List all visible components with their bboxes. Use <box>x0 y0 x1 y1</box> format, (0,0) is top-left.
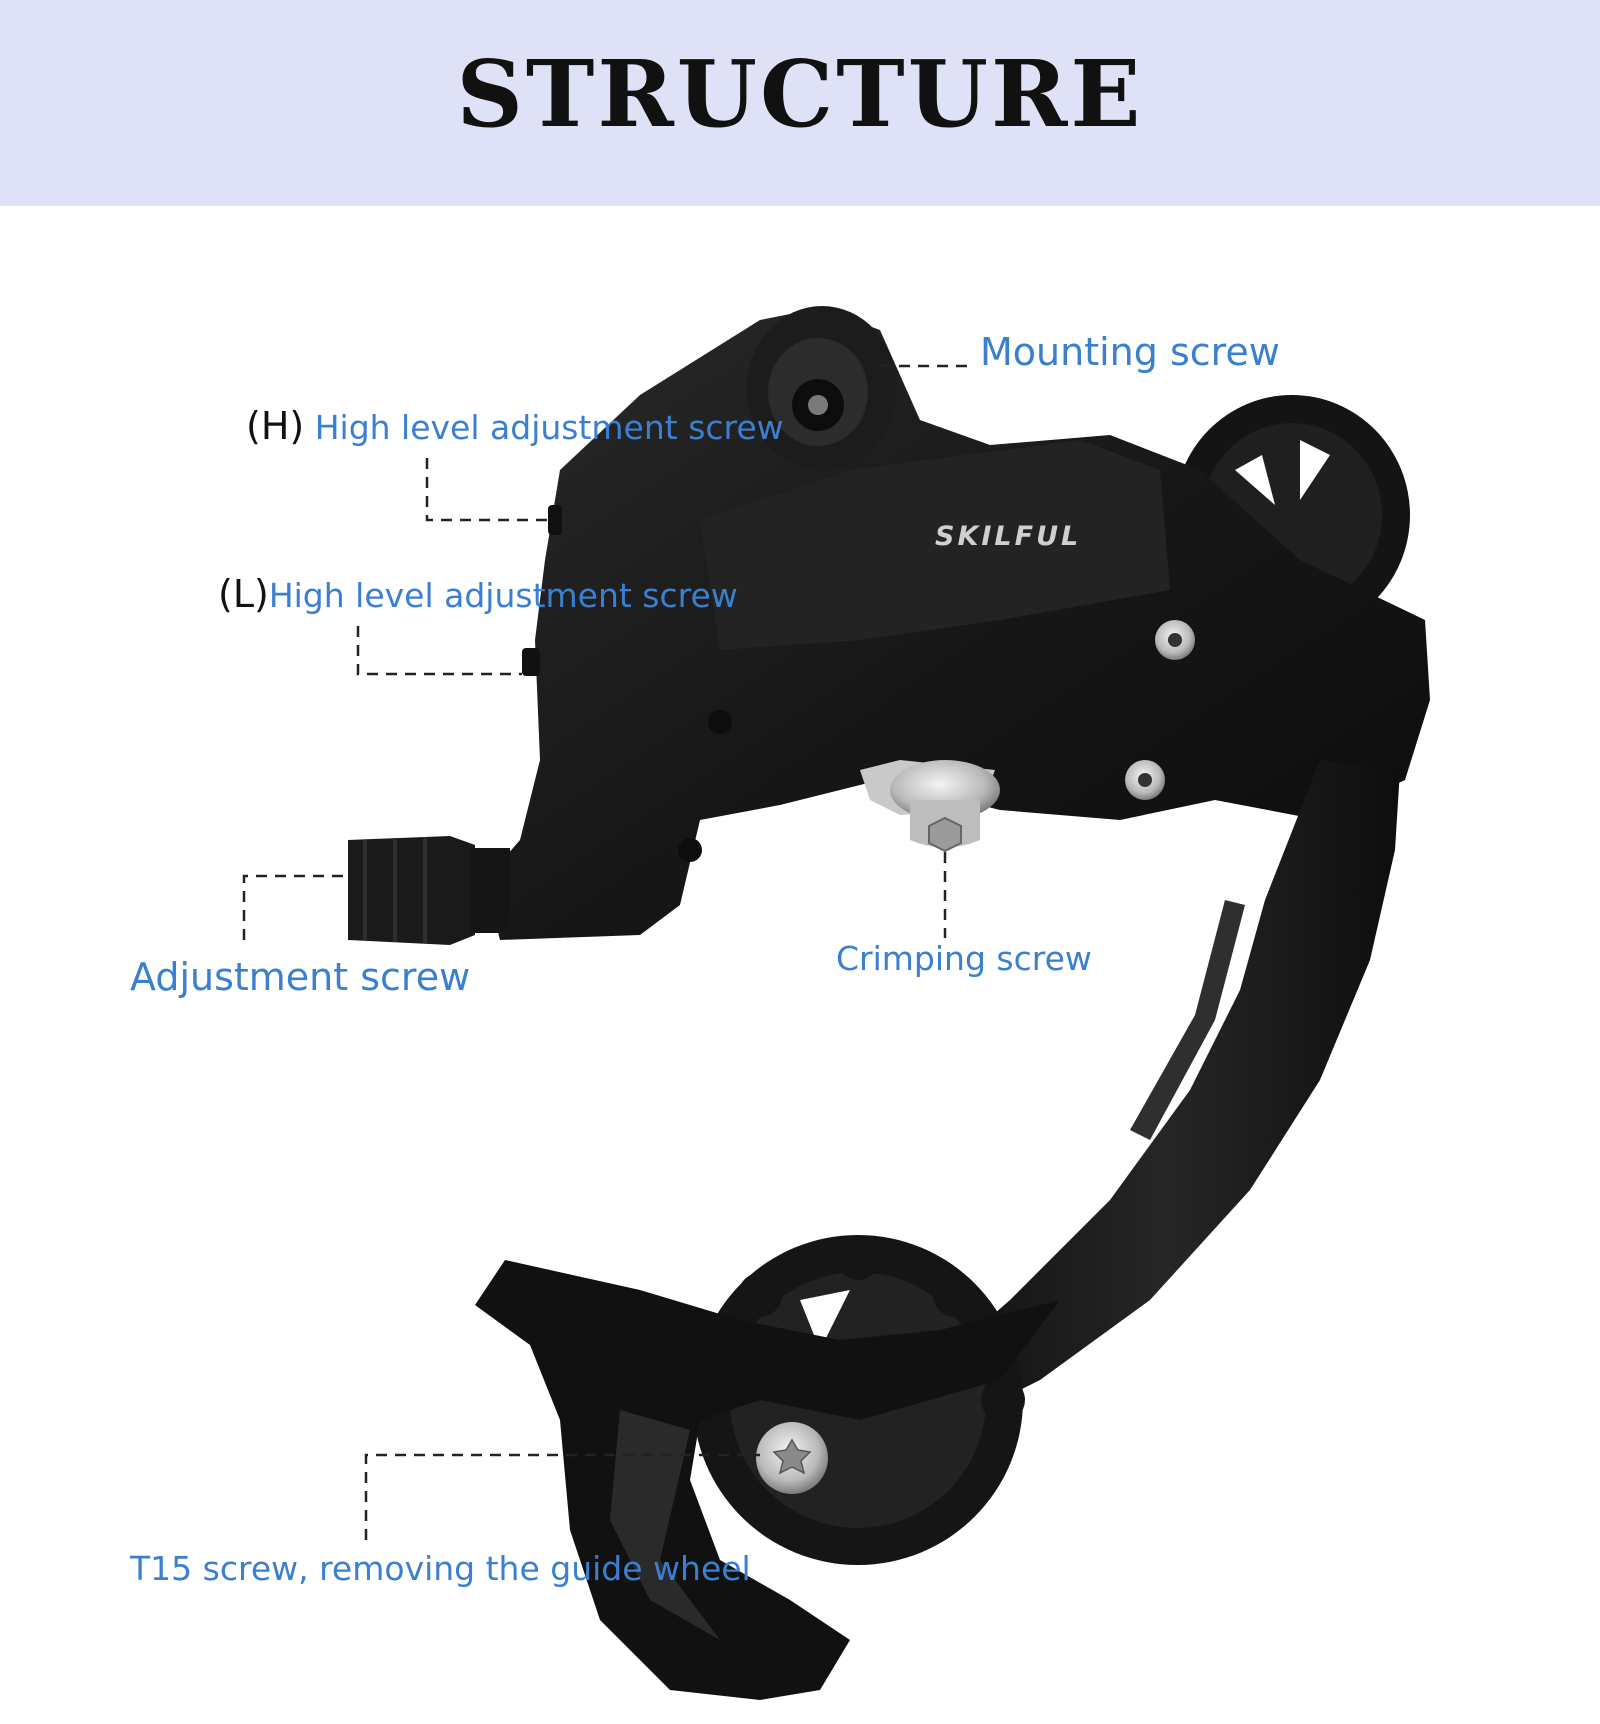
leader-adjustment <box>242 874 348 940</box>
callout-low-prefix: (L) <box>218 572 269 616</box>
limit-screw-l <box>522 648 540 676</box>
leader-lines <box>242 364 968 1540</box>
callout-mounting-screw: Mounting screw <box>980 333 1280 371</box>
cage-plate-cutout <box>610 1410 720 1640</box>
brand-mark: SKILFUL <box>935 521 1081 552</box>
cage-arm <box>930 760 1400 1420</box>
page-title: STRUCTURE <box>456 40 1144 148</box>
leader-t15 <box>364 1453 760 1540</box>
crimping-screw <box>860 760 1000 853</box>
callout-adjustment-screw: Adjustment screw <box>130 958 470 996</box>
callout-t15-text: T15 screw, removing the guide wheel <box>130 1549 751 1588</box>
callout-high-adjustment-screw: (H) High level adjustment screw <box>246 407 784 445</box>
callout-crimping-text: Crimping screw <box>836 939 1092 978</box>
pivot-rivet-upper-hole <box>1168 633 1182 647</box>
header-band <box>0 0 1600 206</box>
barrel-adjuster <box>348 836 510 945</box>
callout-crimping-screw: Crimping screw <box>836 942 1092 975</box>
outer-cage-plate <box>475 1260 1060 1700</box>
callout-high-prefix: (H) <box>246 404 305 448</box>
cage-arm-ridge <box>1130 900 1245 1140</box>
mounting-screw-boss <box>747 306 897 470</box>
callout-t15-screw: T15 screw, removing the guide wheel <box>130 1552 751 1585</box>
t15-screw <box>756 1422 828 1494</box>
callout-adjustment-text: Adjustment screw <box>130 955 471 999</box>
pivot-rivet-lower-hole <box>1138 773 1152 787</box>
callout-high-text: High level adjustment screw <box>304 408 784 447</box>
callout-low-text: High level adjustment screw <box>268 576 738 615</box>
leader-high <box>425 458 548 522</box>
body-rivet-b <box>678 838 702 862</box>
limit-screw-h <box>548 505 562 535</box>
body-rivet-a <box>708 710 732 734</box>
top-cover-plate <box>700 440 1170 650</box>
leader-low <box>356 626 522 676</box>
callout-mounting-text: Mounting screw <box>980 330 1280 374</box>
callout-low-adjustment-screw: (L)High level adjustment screw <box>218 575 738 613</box>
